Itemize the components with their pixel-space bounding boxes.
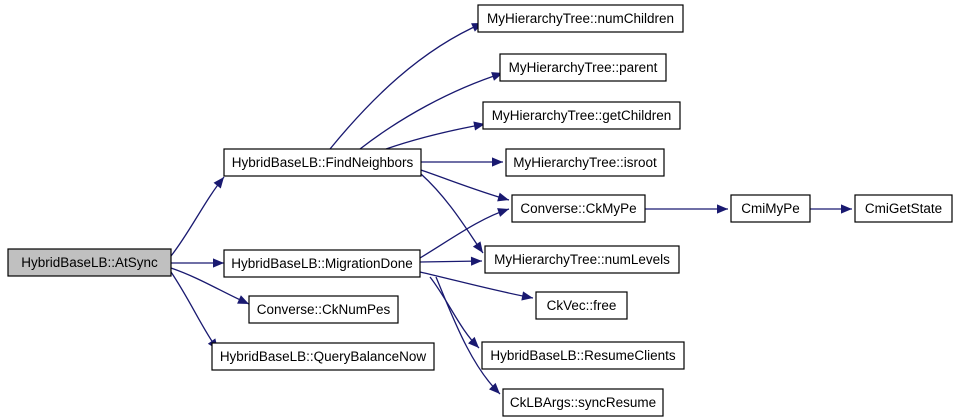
node-box[interactable]: [248, 295, 399, 324]
graph-node-migrationdone[interactable]: HybridBaseLB::MigrationDone: [223, 249, 421, 278]
edge-line: [170, 271, 219, 351]
graph-node-getchildren[interactable]: MyHierarchyTree::getChildren: [482, 101, 681, 130]
node-box[interactable]: [730, 194, 811, 223]
node-label: MyHierarchyTree::numLevels: [494, 252, 670, 267]
node-box[interactable]: [535, 291, 628, 320]
node-box[interactable]: [502, 388, 664, 417]
edge-line: [420, 173, 484, 254]
edge-arrowhead: [473, 121, 485, 131]
edge-arrowhead: [841, 204, 852, 214]
graph-node-ckmype[interactable]: Converse::CkMyPe: [511, 194, 646, 223]
node-label: CkVec::free: [547, 298, 617, 313]
node-box[interactable]: [223, 148, 422, 177]
edge-arrowhead: [497, 192, 509, 202]
graph-edge: [419, 256, 483, 266]
node-label: MyHierarchyTree::isroot: [513, 155, 657, 170]
node-label: HybridBaseLB::FindNeighbors: [232, 155, 414, 170]
edge-arrowhead: [237, 295, 249, 304]
node-label: CmiMyPe: [741, 201, 800, 216]
node-box[interactable]: [223, 249, 421, 278]
node-layer: HybridBaseLB::AtSync HybridBaseLB::FindNe…: [7, 4, 953, 417]
graph-node-isroot[interactable]: MyHierarchyTree::isroot: [505, 148, 665, 177]
graph-edge: [419, 208, 510, 259]
graph-node-syncresume[interactable]: CkLBArgs::syncResume: [502, 388, 664, 417]
edge-line: [429, 276, 480, 349]
edge-arrowhead: [717, 204, 728, 214]
edge-line: [359, 72, 504, 150]
node-box[interactable]: [511, 194, 646, 223]
graph-node-parent[interactable]: MyHierarchyTree::parent: [499, 53, 667, 82]
graph-node-resumeclients[interactable]: HybridBaseLB::ResumeClients: [481, 341, 685, 370]
graph-node-ckvecfree[interactable]: CkVec::free: [535, 291, 628, 320]
edge-line: [385, 123, 486, 150]
node-box[interactable]: [505, 148, 665, 177]
graph-node-cmimype[interactable]: CmiMyPe: [730, 194, 811, 223]
graph-node-atsync[interactable]: HybridBaseLB::AtSync: [7, 248, 172, 277]
node-label: MyHierarchyTree::numChildren: [487, 11, 674, 26]
graph-edge: [645, 204, 728, 214]
graph-edge: [170, 267, 250, 305]
graph-edge: [329, 22, 484, 150]
graph-edge: [810, 204, 852, 214]
node-box[interactable]: [854, 194, 953, 223]
node-box[interactable]: [482, 101, 681, 130]
graph-edge: [170, 176, 225, 257]
edge-arrowhead: [213, 177, 224, 189]
node-label: HybridBaseLB::AtSync: [21, 255, 158, 270]
node-box[interactable]: [211, 342, 435, 371]
edge-arrowhead: [521, 291, 533, 301]
node-box[interactable]: [484, 245, 680, 274]
node-box[interactable]: [7, 248, 172, 277]
edge-arrowhead: [497, 208, 509, 217]
edge-line: [329, 22, 484, 150]
graph-edge: [420, 169, 510, 202]
node-label: Converse::CkMyPe: [520, 201, 636, 216]
node-box[interactable]: [499, 53, 667, 82]
graph-edge: [421, 157, 503, 167]
graph-edge: [435, 276, 501, 395]
node-label: MyHierarchyTree::getChildren: [492, 108, 672, 123]
node-label: Converse::CkNumPes: [257, 302, 391, 317]
node-label: CmiGetState: [865, 201, 942, 216]
graph-edge: [171, 258, 224, 268]
graph-node-querybalancenow[interactable]: HybridBaseLB::QueryBalanceNow: [211, 342, 435, 371]
edge-line: [420, 169, 510, 201]
node-box[interactable]: [477, 4, 684, 33]
graph-node-numchildren[interactable]: MyHierarchyTree::numChildren: [477, 4, 684, 33]
edge-arrowhead: [468, 336, 479, 348]
edge-line: [435, 276, 501, 395]
graph-edge: [429, 276, 480, 349]
edge-arrowhead: [472, 241, 483, 253]
graph-node-numlevels[interactable]: MyHierarchyTree::numLevels: [484, 245, 680, 274]
graph-node-findneighbors[interactable]: HybridBaseLB::FindNeighbors: [223, 148, 422, 177]
graph-node-cmigetstate[interactable]: CmiGetState: [854, 194, 953, 223]
node-label: HybridBaseLB::ResumeClients: [490, 348, 676, 363]
graph-node-cknumpes[interactable]: Converse::CkNumPes: [248, 295, 399, 324]
edge-arrowhead: [213, 258, 224, 268]
graph-edge: [420, 173, 484, 254]
edge-arrowhead: [470, 256, 482, 266]
graph-edge: [385, 121, 486, 150]
edge-line: [419, 271, 534, 299]
node-label: MyHierarchyTree::parent: [509, 60, 658, 75]
edge-arrowhead: [489, 382, 500, 394]
node-box[interactable]: [481, 341, 685, 370]
edge-line: [170, 176, 225, 257]
edge-arrowhead: [492, 157, 503, 167]
node-label: HybridBaseLB::QueryBalanceNow: [220, 349, 427, 364]
node-label: HybridBaseLB::MigrationDone: [231, 256, 413, 271]
graph-edge: [170, 271, 219, 351]
node-label: CkLBArgs::syncResume: [510, 395, 656, 410]
graph-edge: [419, 271, 534, 301]
